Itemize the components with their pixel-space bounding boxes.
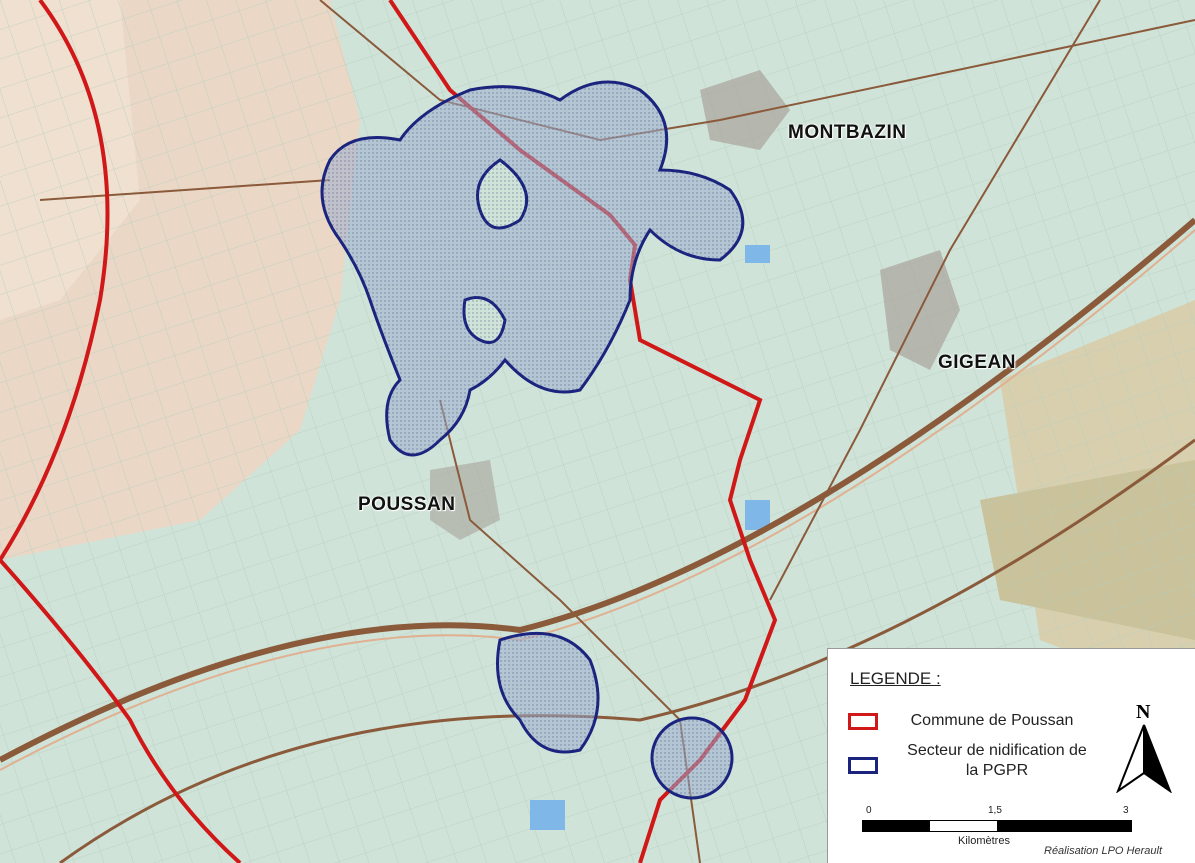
legend-title: LEGENDE : [850,669,941,688]
north-arrow-icon: N [1116,701,1176,793]
legend-swatch-nesting [848,757,878,774]
place-label-gigean: GIGEAN [938,352,1016,373]
north-label: N [1136,701,1151,723]
legend-swatch-commune [848,713,878,730]
scale-tick-1: 1,5 [988,805,1002,816]
legend-label-nesting: Secteur de nidification de la PGPR [907,742,1087,779]
scale-bar [862,820,1132,832]
place-label-montbazin: MONTBAZIN [788,122,907,143]
legend-label-commune: Commune de Poussan [910,712,1074,729]
scale-tick-2: 3 [1123,805,1129,816]
credit-text: Réalisation LPO Herault [1044,845,1163,857]
place-label-poussan: POUSSAN [358,494,456,515]
scale-tick-0: 0 [866,805,872,816]
legend: LEGENDE : Commune de Poussan Secteur de … [827,648,1195,863]
scale-unit: Kilomètres [958,835,1010,847]
